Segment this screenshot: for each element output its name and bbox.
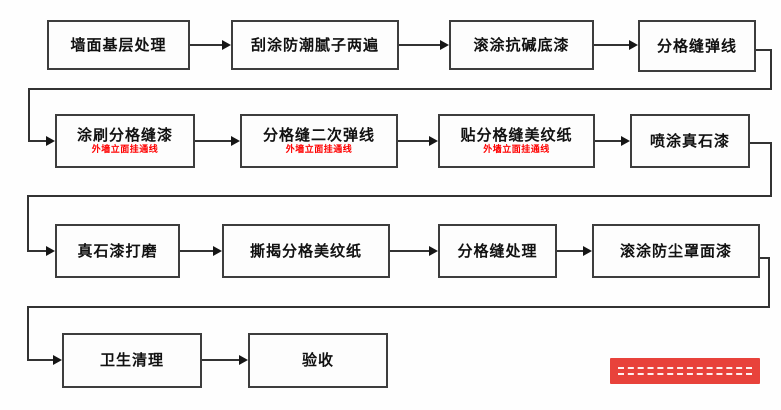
node-label: 撕揭分格美纹纸 [249,241,362,260]
arrow-right-icon [239,355,248,365]
node-grid-joint-second-snap-line: 分格缝二次弹线 外墙立面挂通线 [240,114,398,168]
flow-connector [594,44,629,46]
node-label: 滚涂抗碱底漆 [473,35,570,54]
flow-connector [27,306,770,308]
node-label: 分格缝二次弹线 [262,126,375,145]
flow-connector [27,195,772,197]
node-acceptance: 验收 [248,333,388,388]
node-label: 刮涂防潮腻子两遍 [250,35,379,54]
node-cleaning: 卫生清理 [62,333,202,388]
watermark-text-line [618,367,752,369]
node-label: 涂刷分格缝漆 [76,126,173,145]
node-label: 贴分格缝美纹纸 [460,126,573,145]
flow-connector [390,250,429,252]
arrow-right-icon [429,136,438,146]
flow-connector [27,195,29,250]
watermark-text-line [618,373,752,375]
flow-connector [27,250,46,252]
flow-connector [28,88,772,90]
node-wall-base-treatment: 墙面基层处理 [47,20,190,70]
node-label: 验收 [301,351,334,370]
arrow-right-icon [46,246,55,256]
flow-connector [27,359,53,361]
flow-connector [760,257,770,259]
node-remove-masking-tape: 撕揭分格美纹纸 [222,224,390,278]
node-red-note: 外墙立面挂通线 [91,144,159,155]
flow-connector [190,44,222,46]
node-label: 滚涂防尘罩面漆 [619,241,732,260]
arrow-right-icon [213,246,222,256]
node-dustproof-topcoat: 滚涂防尘罩面漆 [592,224,760,278]
arrow-right-icon [629,40,638,50]
node-paint-grid-joint: 涂刷分格缝漆 外墙立面挂通线 [55,114,195,168]
arrow-right-icon [621,136,630,146]
flow-connector [750,142,772,144]
flow-connector [28,88,30,140]
arrow-right-icon [46,136,55,146]
flow-connector [768,257,770,306]
arrow-right-icon [222,40,231,50]
arrow-right-icon [231,136,240,146]
node-label: 喷涂真石漆 [649,131,730,150]
watermark-banner [610,358,760,384]
flow-connector [202,359,239,361]
flow-connector [595,140,621,142]
node-stone-paint-sanding: 真石漆打磨 [55,224,180,278]
flow-connector [756,49,772,51]
node-grid-joint-snap-line: 分格缝弹线 [638,20,756,72]
arrow-right-icon [53,355,62,365]
flow-connector [28,140,46,142]
flow-connector [180,250,213,252]
flow-connector [557,250,583,252]
node-label: 真石漆打磨 [77,241,158,260]
arrow-right-icon [429,246,438,256]
node-label: 墙面基层处理 [70,35,167,54]
flow-connector [770,142,772,195]
node-moistureproof-putty: 刮涂防潮腻子两遍 [231,20,399,70]
node-red-note: 外墙立面挂通线 [285,144,353,155]
node-spray-stone-paint: 喷涂真石漆 [630,114,750,168]
arrow-right-icon [583,246,592,256]
node-label: 分格缝处理 [457,241,538,260]
node-apply-masking-tape: 贴分格缝美纹纸 外墙立面挂通线 [438,114,595,168]
arrow-right-icon [440,40,449,50]
node-grid-joint-treatment: 分格缝处理 [438,224,557,278]
node-alkali-resistant-primer: 滚涂抗碱底漆 [449,20,594,70]
flow-connector [195,140,231,142]
node-red-note: 外墙立面挂通线 [483,144,550,155]
flow-connector [27,306,29,359]
flow-connector [770,49,772,88]
node-label: 分格缝弹线 [656,36,737,55]
flow-connector [399,44,440,46]
node-label: 卫生清理 [99,351,164,370]
flow-connector [398,140,429,142]
